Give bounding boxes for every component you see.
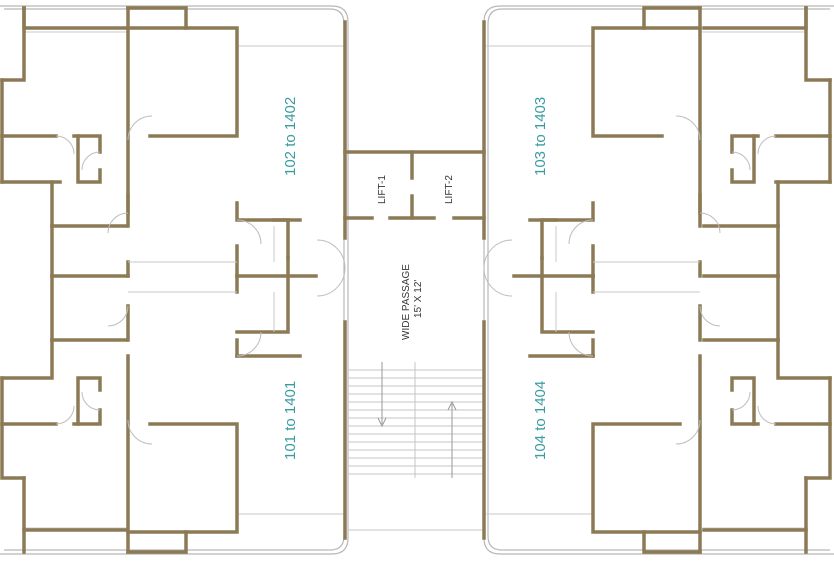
unit-label-bottom-right: 104 to 1404 <box>532 381 549 460</box>
lift-2-label: LIFT-2 <box>444 175 455 204</box>
flat-walls-top-left <box>0 6 347 278</box>
unit-label-bottom-left: 101 to 1401 <box>282 381 299 460</box>
flat-walls-bottom-right <box>482 274 832 554</box>
staircase <box>348 362 482 531</box>
unit-labels: 102 to 1402 103 to 1403 101 to 1401 104 … <box>282 97 549 460</box>
passage-size-label: 15' X 12' <box>413 280 424 318</box>
flat-walls-bottom-left <box>0 274 347 554</box>
door-swings <box>55 115 777 445</box>
unit-label-top-right: 103 to 1403 <box>532 97 549 176</box>
passage-title-label: WIDE PASSAGE <box>401 264 412 340</box>
unit-label-top-left: 102 to 1402 <box>282 97 299 176</box>
thin-partitions <box>128 226 700 332</box>
lift-core <box>343 150 486 220</box>
lift-1-label: LIFT-1 <box>377 175 388 204</box>
building-outline <box>0 5 834 555</box>
core-labels: LIFT-1 LIFT-2 WIDE PASSAGE 15' X 12' <box>377 175 455 340</box>
flat-walls-top-right <box>482 6 832 278</box>
